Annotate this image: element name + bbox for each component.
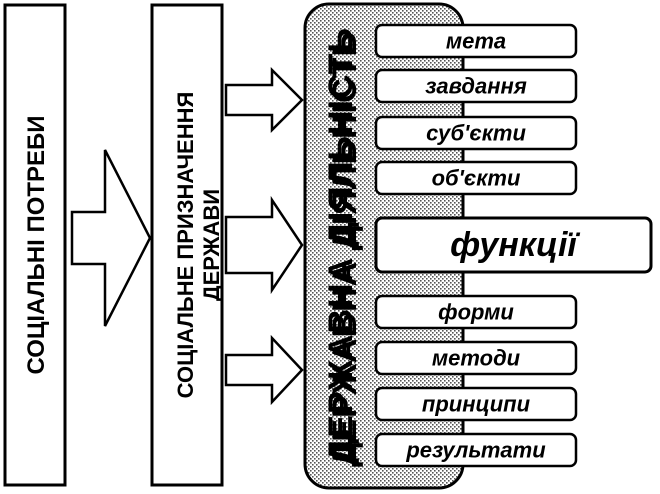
activity-element-4: об'єкти [374, 160, 578, 196]
activity-element-box [374, 160, 578, 196]
arrow-middle [224, 195, 304, 295]
activity-element-box [374, 386, 578, 422]
activity-element-7: методи [374, 340, 578, 376]
activity-element-label: суб'єкти [426, 121, 526, 146]
social-purpose-label-line1: СОЦІАЛЬНЕ ПРИЗНАЧЕННЯ [173, 92, 198, 399]
state-activity-label: ДЕРЖАВНА ДІЯЛЬНІСТЬ [322, 27, 360, 463]
activity-element-label: об'єкти [432, 166, 521, 191]
social-needs-label: СОЦІАЛЬНІ ПОТРЕБИ [23, 115, 50, 374]
activity-element-3: суб'єкти [374, 115, 578, 151]
activity-element-box [374, 68, 578, 104]
activity-element-box [374, 294, 578, 330]
state-activity-label-group: ДЕРЖАВНА ДІЯЛЬНІСТЬ [322, 27, 360, 463]
activity-element-label: завдання [425, 74, 527, 99]
activity-element-box [374, 432, 578, 468]
activity-element-box [374, 115, 578, 151]
activity-element-label: результати [405, 438, 546, 463]
activity-element-1: мета [374, 23, 578, 59]
activity-element-2: завдання [374, 68, 578, 104]
social-purpose-label-line2: ДЕРЖАВИ [199, 189, 224, 301]
activity-element-label: принципи [422, 392, 531, 417]
activity-element-box [374, 340, 578, 376]
activity-element-box [374, 216, 653, 274]
activity-element-label: функції [450, 226, 580, 264]
arrow-bottom [224, 334, 304, 406]
arrow-needs-to-purpose [70, 149, 152, 327]
activity-element-6: форми [374, 294, 578, 330]
social-purpose-box [150, 3, 224, 487]
arrows-to-central [224, 66, 304, 406]
arrow-top [224, 66, 304, 134]
activity-element-9: результати [374, 432, 578, 468]
activity-element-label: мета [446, 29, 506, 54]
activity-element-5: функції [374, 216, 653, 274]
activity-elements-list: мета завдання суб'єкти об'єкти функції форми м… [374, 23, 653, 468]
activity-element-label: форми [438, 300, 514, 325]
social-needs-box [3, 3, 67, 487]
activity-element-box [374, 23, 578, 59]
activity-element-label: методи [432, 346, 521, 371]
activity-element-8: принципи [374, 386, 578, 422]
